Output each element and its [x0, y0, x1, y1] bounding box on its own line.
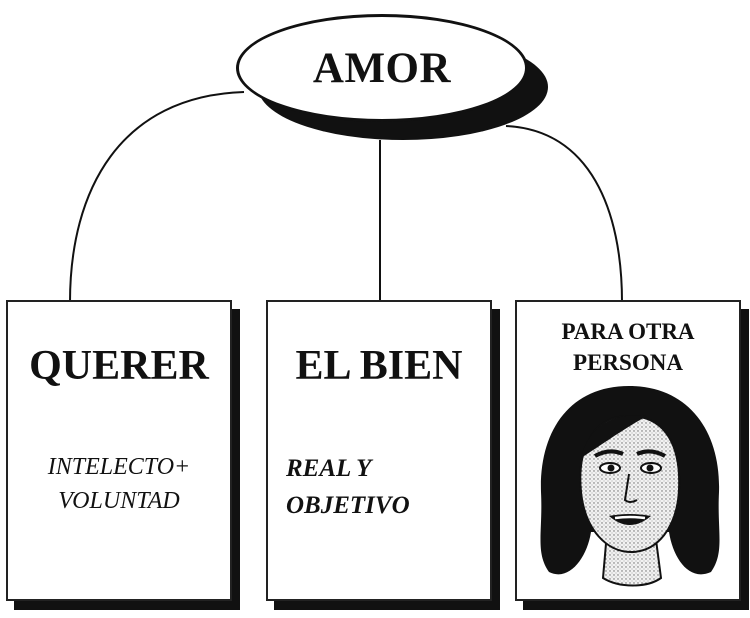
node-title-line: PARA OTRA: [561, 319, 695, 344]
node-subtitle: REAL Y OBJETIVO: [268, 450, 490, 524]
node-title-line: PERSONA: [573, 350, 683, 375]
node-para-otra-persona: PARA OTRA PERSONA: [515, 300, 749, 610]
node-subtitle-line: OBJETIVO: [286, 492, 410, 519]
node-subtitle-line: REAL Y: [286, 455, 372, 482]
node-subtitle-line: VOLUNTAD: [58, 488, 180, 514]
node-title: QUERER: [29, 343, 209, 389]
connector-right: [505, 125, 623, 303]
card-face: PARA OTRA PERSONA: [515, 300, 741, 601]
node-title: PARA OTRA PERSONA: [517, 316, 739, 378]
connector-left: [69, 91, 245, 303]
card-face: EL BIEN REAL Y OBJETIVO: [266, 300, 492, 601]
root-node: AMOR: [236, 14, 548, 140]
node-subtitle: INTELECTO+ VOLUNTAD: [8, 450, 230, 518]
root-label: AMOR: [312, 44, 452, 92]
woman-face-icon: [540, 386, 720, 587]
node-title: EL BIEN: [295, 343, 463, 389]
card-face: QUERER INTELECTO+ VOLUNTAD: [6, 300, 232, 601]
node-subtitle-line: INTELECTO+: [47, 454, 191, 480]
node-querer: QUERER INTELECTO+ VOLUNTAD: [6, 300, 240, 610]
node-el-bien: EL BIEN REAL Y OBJETIVO: [266, 300, 500, 610]
root-ellipse: AMOR: [236, 14, 528, 122]
